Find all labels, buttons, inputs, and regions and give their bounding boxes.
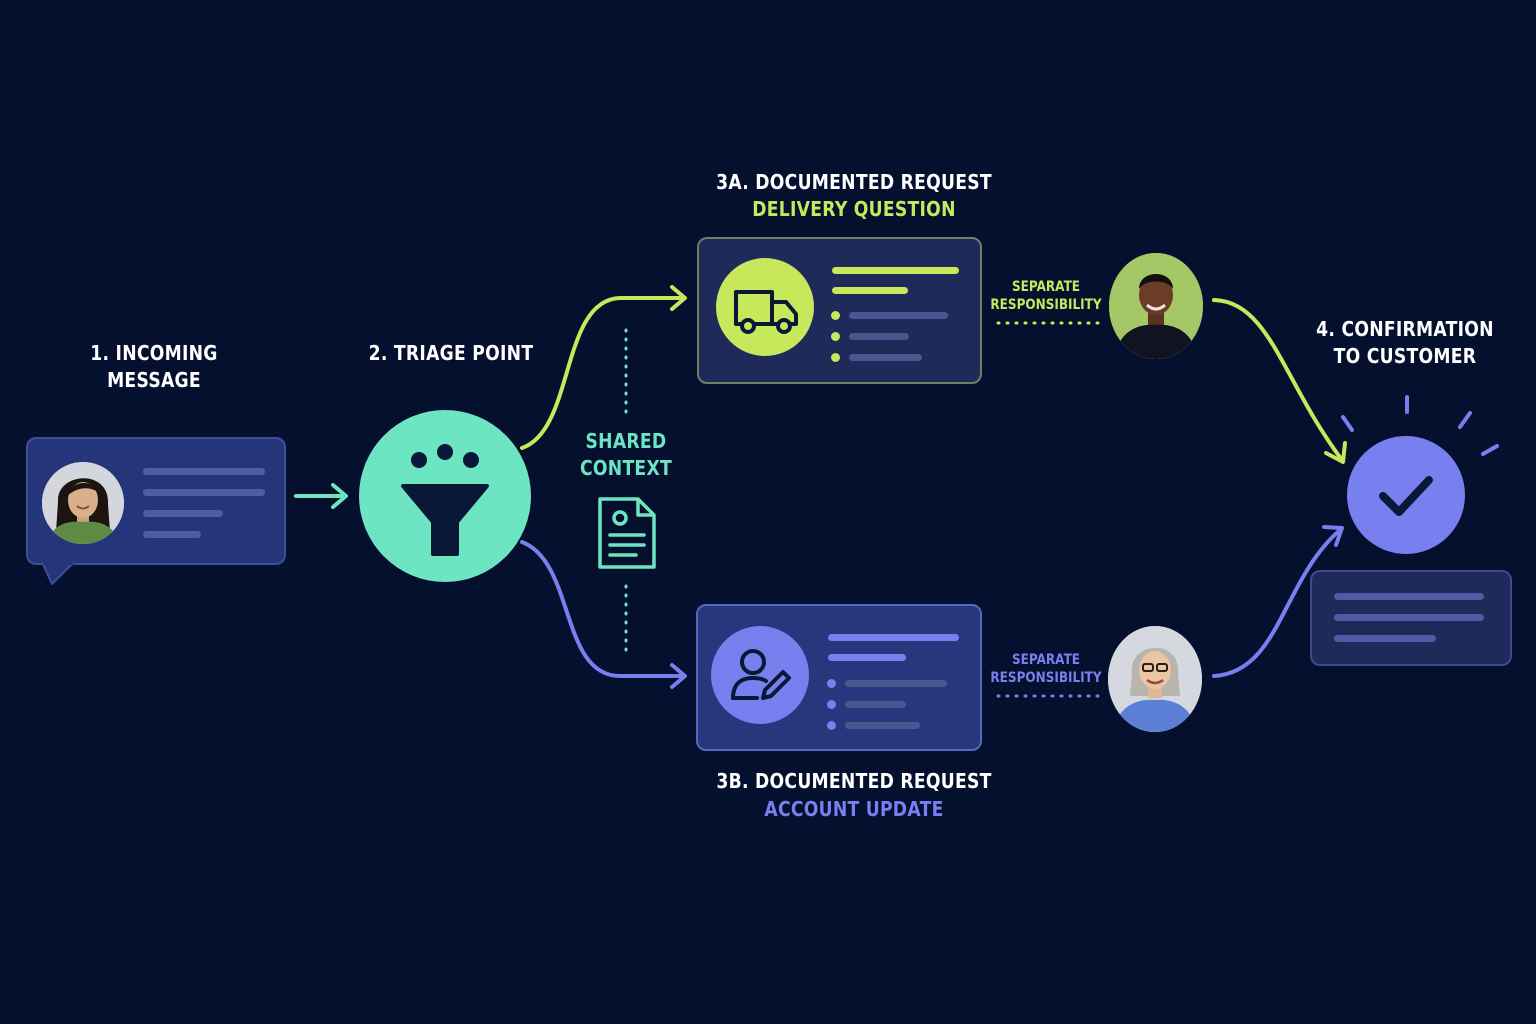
account-bullet	[827, 700, 836, 709]
agent-a-avatar	[1109, 253, 1203, 359]
user-edit-icon	[731, 649, 791, 700]
customer-avatar	[42, 462, 124, 544]
request-b-subtitle: ACCOUNT UPDATE	[764, 797, 944, 821]
confirmation-line	[1334, 614, 1484, 621]
step-incoming-label: 1. INCOMING MESSAGE	[90, 341, 218, 392]
arrow-triage-to-account	[520, 540, 686, 678]
arrowhead-delivery	[670, 285, 687, 311]
step-confirmation-label: 4. CONFIRMATION TO CUSTOMER	[1316, 317, 1494, 368]
message-line	[143, 489, 265, 496]
delivery-bullet	[831, 311, 840, 320]
truck-icon	[734, 290, 798, 334]
account-line	[845, 680, 947, 687]
account-line	[828, 634, 959, 641]
account-icon-circle	[711, 626, 809, 724]
delivery-line	[849, 333, 909, 340]
message-line	[143, 510, 223, 517]
account-line	[828, 654, 906, 661]
arrowhead-triage	[331, 483, 348, 509]
confirmation-line	[1334, 635, 1436, 642]
delivery-icon-circle	[716, 258, 814, 356]
checkmark-icon	[1379, 476, 1433, 516]
arrow-triage-to-delivery	[520, 296, 686, 450]
funnel-icon	[401, 444, 489, 556]
request-b-title: 3B. DOCUMENTED REQUEST	[716, 769, 992, 793]
account-bullet	[827, 721, 836, 730]
delivery-line	[849, 312, 948, 319]
confirmation-line	[1334, 593, 1484, 600]
message-line	[143, 531, 201, 538]
arrowhead-account	[670, 663, 687, 689]
delivery-line	[832, 267, 959, 274]
agent-b-avatar	[1108, 626, 1202, 732]
request-a-title: 3A. DOCUMENTED REQUEST	[716, 170, 992, 194]
arrow-agent-a-to-confirm	[1212, 298, 1344, 462]
delivery-line	[849, 354, 922, 361]
request-a-subtitle: DELIVERY QUESTION	[752, 197, 956, 221]
confirmation-node	[1347, 436, 1465, 554]
account-bullet	[827, 679, 836, 688]
message-bubble-tail	[41, 562, 75, 585]
confirm-ray-4	[1481, 444, 1499, 456]
arrowhead-confirm-a	[1324, 441, 1347, 464]
arrowhead-confirm-b	[1322, 525, 1344, 547]
delivery-line	[832, 287, 908, 294]
document-icon	[598, 497, 656, 569]
shared-context-label: SHARED CONTEXT	[580, 429, 672, 480]
triage-node	[359, 410, 531, 582]
responsibility-a-label: SEPARATE RESPONSIBILITY	[990, 279, 1102, 313]
delivery-bullet	[831, 353, 840, 362]
arrow-agent-b-to-confirm	[1212, 528, 1342, 678]
account-line	[845, 701, 906, 708]
account-line	[845, 722, 920, 729]
delivery-bullet	[831, 332, 840, 341]
responsibility-b-label: SEPARATE RESPONSIBILITY	[990, 652, 1102, 686]
step-triage-label: 2. TRIAGE POINT	[368, 341, 534, 365]
message-line	[143, 468, 265, 475]
confirm-ray-1	[1341, 415, 1354, 432]
confirm-ray-3	[1458, 411, 1472, 429]
